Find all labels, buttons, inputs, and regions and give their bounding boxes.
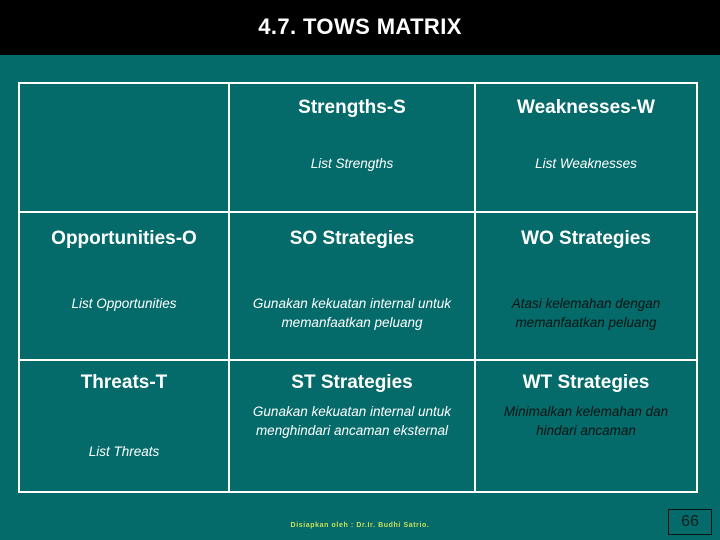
matrix-cell-wt-strategies: WT Strategies Minimalkan kelemahan dan h…: [476, 359, 696, 491]
title-band: [0, 0, 720, 55]
matrix-cell-corner-blank: [20, 84, 228, 211]
footer-credit: Disiapkan oleh : Dr.Ir. Budhi Satrio.: [290, 522, 430, 529]
wo-strategies-description: Atasi kelemahan dengan memanfaatkan pelu…: [511, 296, 661, 330]
page-number: 66: [681, 513, 699, 530]
wt-strategies-heading: WT Strategies: [522, 372, 650, 393]
column-divider: [228, 84, 230, 491]
strengths-heading: Strengths-S: [298, 97, 406, 118]
row-divider: [20, 211, 696, 213]
column-divider: [474, 84, 476, 491]
matrix-cell-strengths: Strengths-S List Strengths: [230, 84, 474, 211]
row-divider: [20, 359, 696, 361]
so-strategies-description: Gunakan kekuatan internal untuk memanfaa…: [252, 296, 452, 330]
threats-heading: Threats-T: [80, 372, 168, 393]
matrix-cell-so-strategies: SO Strategies Gunakan kekuatan internal …: [230, 211, 474, 359]
so-strategies-heading: SO Strategies: [289, 228, 415, 249]
page-title: 4.7. TOWS MATRIX: [258, 14, 462, 39]
wo-strategies-heading: WO Strategies: [521, 228, 651, 249]
matrix-cell-opportunities: Opportunities-O List Opportunities: [20, 211, 228, 359]
table-row-opportunities: Opportunities-O List Opportunities SO St…: [20, 211, 696, 359]
opportunities-list-placeholder: List Opportunities: [71, 296, 177, 311]
tows-matrix-table: Strengths-S List Strengths Weaknesses-W …: [18, 82, 698, 493]
strengths-list-placeholder: List Strengths: [310, 156, 394, 171]
st-strategies-heading: ST Strategies: [291, 372, 413, 393]
weaknesses-list-placeholder: List Weaknesses: [535, 156, 637, 171]
table-row-threats: Threats-T List Threats ST Strategies Gun…: [20, 359, 696, 491]
matrix-cell-wo-strategies: WO Strategies Atasi kelemahan dengan mem…: [476, 211, 696, 359]
matrix-cell-threats: Threats-T List Threats: [20, 359, 228, 491]
weaknesses-heading: Weaknesses-W: [517, 97, 655, 118]
opportunities-heading: Opportunities-O: [51, 228, 197, 249]
matrix-cell-st-strategies: ST Strategies Gunakan kekuatan internal …: [230, 359, 474, 491]
threats-list-placeholder: List Threats: [88, 444, 160, 459]
st-strategies-description: Gunakan kekuatan internal untuk menghind…: [252, 404, 452, 438]
page-number-box: 66: [668, 509, 712, 535]
matrix-cell-weaknesses: Weaknesses-W List Weaknesses: [476, 84, 696, 211]
table-row-header: Strengths-S List Strengths Weaknesses-W …: [20, 84, 696, 211]
wt-strategies-description: Minimalkan kelemahan dan hindari ancaman: [503, 404, 669, 438]
